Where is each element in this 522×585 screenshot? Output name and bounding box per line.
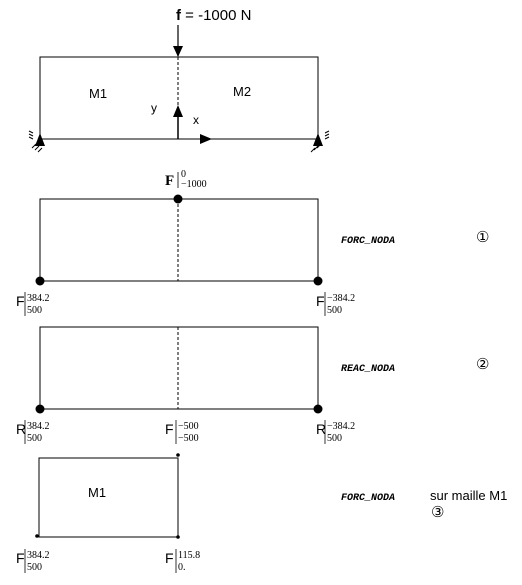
right-node-force-label: F −384.2 500 bbox=[316, 292, 355, 316]
keyword-reac-noda: REAC_NODA bbox=[341, 364, 395, 375]
force-component-x: −500 bbox=[178, 421, 199, 432]
force-component-x: −384.2 bbox=[327, 293, 355, 304]
right-pin-support-icon bbox=[310, 130, 330, 153]
force-component-y: 500 bbox=[27, 562, 42, 573]
force-label: f = -1000 N bbox=[176, 7, 251, 24]
reaction-symbol: R bbox=[316, 421, 326, 437]
y-axis-arrowhead bbox=[173, 105, 183, 117]
panel-forc-noda: F 0 −1000 F 384.2 500 F −384.2 500 FORC_… bbox=[16, 169, 489, 316]
node-dot-bottom-left bbox=[35, 534, 39, 538]
force-component-x: 115.8 bbox=[178, 550, 200, 561]
node-dot-left bbox=[35, 276, 45, 286]
force-component-y: 500 bbox=[27, 433, 42, 444]
node-dot-bottom-right bbox=[176, 535, 180, 539]
panel-forc-noda-element: M1 F 384.2 500 F 115.8 0. FORC_NODA sur … bbox=[16, 453, 507, 573]
force-value: = -1000 N bbox=[181, 7, 251, 24]
element-m1-label: M1 bbox=[88, 485, 106, 500]
force-symbol: F bbox=[16, 550, 25, 566]
force-component-x: 384.2 bbox=[27, 421, 50, 432]
keyword-forc-noda: FORC_NODA bbox=[341, 236, 395, 247]
panel-loaded-beam: f = -1000 N M1 M2 y x bbox=[28, 7, 330, 153]
node-dot-right bbox=[313, 404, 323, 414]
y-axis-label: y bbox=[151, 101, 157, 115]
force-symbol: F bbox=[16, 293, 25, 309]
right-node-force-label: F 115.8 0. bbox=[165, 549, 200, 573]
force-component-y: 500 bbox=[327, 433, 342, 444]
force-component-y: −500 bbox=[178, 433, 199, 444]
force-component-x: 384.2 bbox=[27, 293, 50, 304]
top-node-force-label: F 0 −1000 bbox=[165, 169, 207, 190]
force-component-x: −384.2 bbox=[327, 421, 355, 432]
panel-reac-noda: R 384.2 500 F −500 −500 R −384.2 500 REA… bbox=[16, 326, 489, 444]
left-node-reaction-label: R 384.2 500 bbox=[16, 420, 50, 444]
mid-node-force-label: F −500 −500 bbox=[165, 420, 199, 444]
step-marker: ① bbox=[476, 229, 489, 246]
step-marker: ③ bbox=[431, 504, 444, 521]
node-dot-top-right bbox=[176, 453, 180, 457]
force-component-x: 384.2 bbox=[27, 550, 50, 561]
x-axis-arrowhead bbox=[200, 134, 212, 144]
force-component-y: 500 bbox=[27, 305, 42, 316]
left-pin-support-icon bbox=[28, 130, 45, 153]
force-symbol: F bbox=[165, 173, 174, 189]
force-symbol: F bbox=[316, 293, 325, 309]
element-note: sur maille M1 bbox=[430, 488, 507, 503]
left-node-force-label: F 384.2 500 bbox=[16, 292, 50, 316]
force-symbol: f bbox=[176, 7, 182, 24]
element-m1-label: M1 bbox=[89, 86, 107, 101]
right-node-reaction-label: R −384.2 500 bbox=[316, 420, 355, 444]
beam-outline bbox=[39, 326, 319, 410]
element-m1-outline bbox=[38, 457, 179, 538]
step-marker: ② bbox=[476, 356, 489, 373]
beam-outline bbox=[39, 56, 319, 140]
force-symbol: F bbox=[165, 550, 174, 566]
element-m2-label: M2 bbox=[233, 84, 251, 99]
x-axis-label: x bbox=[193, 113, 199, 127]
applied-force-arrowhead bbox=[173, 46, 183, 57]
keyword-forc-noda: FORC_NODA bbox=[341, 493, 395, 504]
force-symbol: F bbox=[165, 421, 174, 437]
left-node-force-label: F 384.2 500 bbox=[16, 549, 50, 573]
node-dot-top bbox=[173, 194, 183, 204]
reaction-symbol: R bbox=[16, 421, 26, 437]
force-component-x: 0 bbox=[181, 169, 186, 180]
force-component-y: 500 bbox=[327, 305, 342, 316]
beam-outline bbox=[39, 198, 319, 282]
node-dot-left bbox=[35, 404, 45, 414]
node-dot-right bbox=[313, 276, 323, 286]
force-component-y: −1000 bbox=[181, 179, 207, 190]
force-component-y: 0. bbox=[178, 562, 186, 573]
